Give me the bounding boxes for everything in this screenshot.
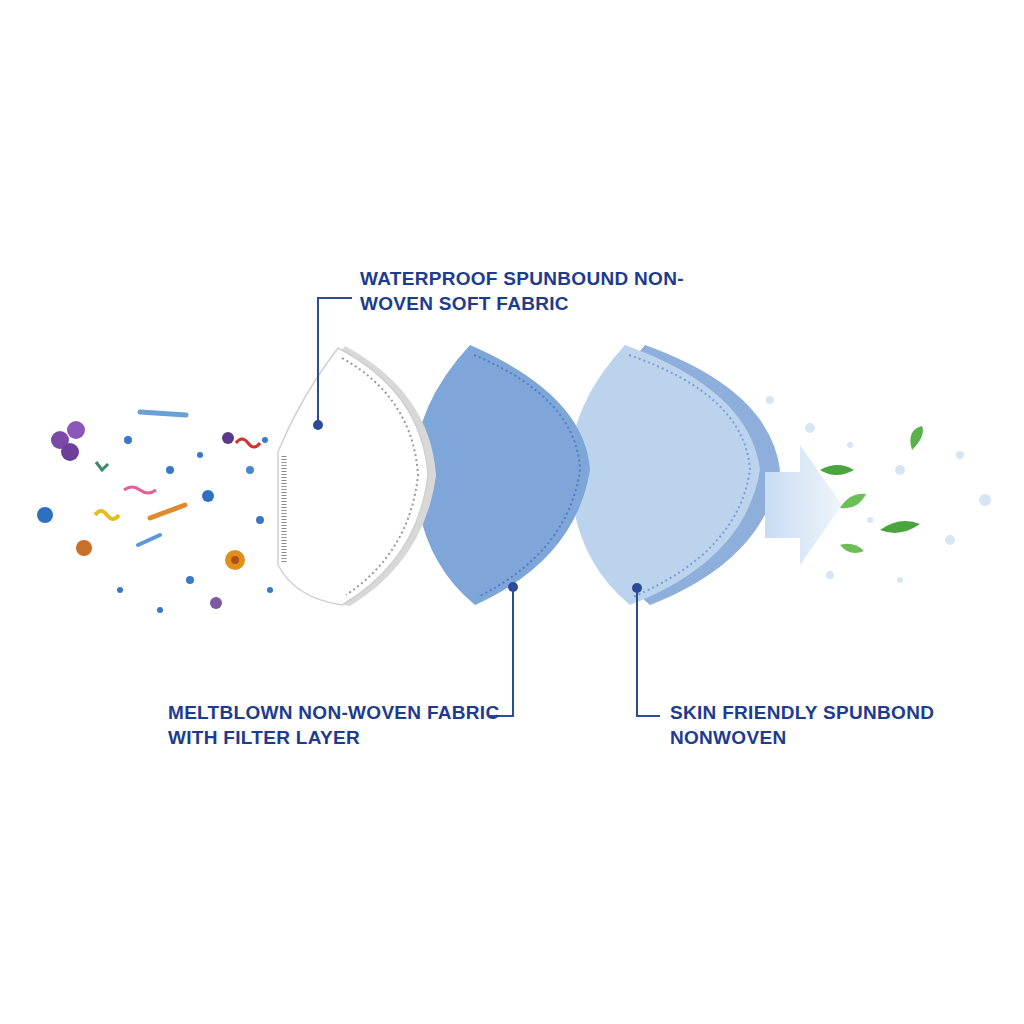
particle bbox=[124, 487, 156, 493]
particle bbox=[222, 432, 234, 444]
air-dot bbox=[956, 451, 964, 459]
particle bbox=[186, 576, 194, 584]
particle bbox=[166, 466, 174, 474]
leaf bbox=[820, 465, 854, 475]
particle bbox=[210, 597, 222, 609]
air-dot bbox=[805, 423, 815, 433]
particle bbox=[197, 452, 203, 458]
leader-line bbox=[488, 587, 513, 716]
inner-layer bbox=[570, 345, 760, 605]
particle bbox=[256, 516, 264, 524]
leader-dot bbox=[508, 582, 518, 592]
particle bbox=[61, 443, 79, 461]
leader-line bbox=[318, 298, 352, 425]
particle bbox=[117, 587, 123, 593]
particle bbox=[37, 507, 53, 523]
stitch-line bbox=[474, 355, 580, 597]
particle bbox=[202, 490, 214, 502]
leader-dot bbox=[313, 420, 323, 430]
particle bbox=[138, 535, 160, 545]
particle bbox=[246, 466, 254, 474]
particle bbox=[96, 462, 108, 470]
leader-line bbox=[637, 588, 660, 716]
flow-arrow bbox=[765, 445, 842, 565]
air-dot bbox=[979, 494, 991, 506]
particle bbox=[67, 421, 85, 439]
air-dot bbox=[897, 577, 903, 583]
particles bbox=[37, 412, 273, 613]
particle bbox=[225, 550, 245, 570]
stitch-line bbox=[629, 355, 750, 597]
particle bbox=[140, 412, 186, 415]
particle bbox=[124, 436, 132, 444]
callout-label: WATERPROOF SPUNBOUND NON-WOVEN SOFT FABR… bbox=[360, 266, 705, 316]
particle bbox=[76, 540, 92, 556]
particle bbox=[262, 437, 268, 443]
middle-layer bbox=[415, 345, 590, 605]
edge-seam bbox=[282, 456, 287, 562]
leaf bbox=[880, 521, 920, 533]
particle bbox=[231, 556, 239, 564]
leaf bbox=[840, 544, 864, 553]
particle bbox=[236, 439, 260, 447]
air-dot bbox=[847, 442, 853, 448]
leader-lines bbox=[318, 298, 660, 716]
particle bbox=[95, 511, 119, 519]
particle bbox=[267, 587, 273, 593]
callout-label: MELTBLOWN NON-WOVEN FABRIC WITH FILTER L… bbox=[168, 700, 513, 750]
leader-dot bbox=[632, 583, 642, 593]
air-dot bbox=[826, 571, 834, 579]
stitch-line bbox=[342, 358, 418, 595]
air-dot bbox=[945, 535, 955, 545]
callout-label: SKIN FRIENDLY SPUNBOND NONWOVEN bbox=[670, 700, 1010, 750]
air-dot bbox=[895, 465, 905, 475]
air-dot bbox=[867, 517, 873, 523]
leaf bbox=[910, 426, 923, 450]
outer-layer bbox=[278, 348, 428, 605]
air-dot bbox=[766, 396, 774, 404]
particle bbox=[157, 607, 163, 613]
leaf bbox=[840, 494, 866, 508]
particle bbox=[150, 505, 185, 518]
clean-air bbox=[766, 396, 991, 583]
